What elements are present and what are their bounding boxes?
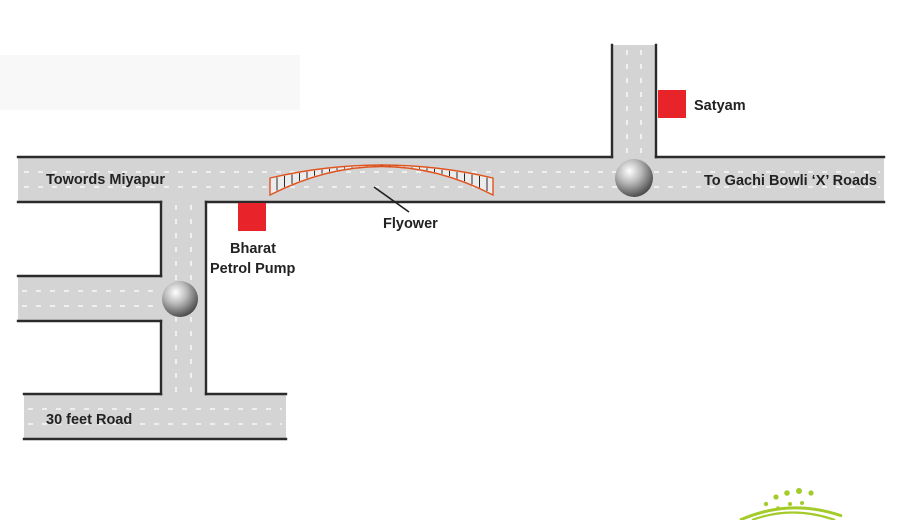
flyover-outline — [269, 164, 494, 197]
label-petrol-pump: Petrol Pump — [210, 261, 296, 277]
label-towards-miyapur: Towords Miyapur — [46, 172, 165, 188]
roundabout-icon — [615, 159, 653, 197]
road-network — [18, 45, 884, 439]
road-edges — [16, 43, 886, 441]
roundabout-icon — [162, 281, 198, 317]
lane-markings — [22, 50, 880, 425]
landmark-marker-icon — [238, 203, 266, 231]
label-satyam: Satyam — [694, 98, 746, 114]
flyover — [269, 164, 494, 197]
thirty-feet-road — [24, 394, 286, 439]
flyover-hatching — [276, 165, 488, 192]
label-flyover: Flyower — [383, 216, 438, 232]
dotted-arc-logo-icon — [739, 488, 843, 520]
west-side-road — [18, 276, 163, 321]
label-to-gachibowli: To Gachi Bowli ‘X’ Roads — [704, 173, 877, 189]
label-bharat: Bharat — [230, 241, 276, 257]
header-band — [0, 55, 300, 110]
main-road — [18, 157, 884, 202]
label-thirty-feet-road: 30 feet Road — [46, 412, 132, 428]
north-road — [612, 45, 656, 159]
landmark-marker-icon — [658, 90, 686, 118]
flyover-pointer — [373, 186, 410, 213]
